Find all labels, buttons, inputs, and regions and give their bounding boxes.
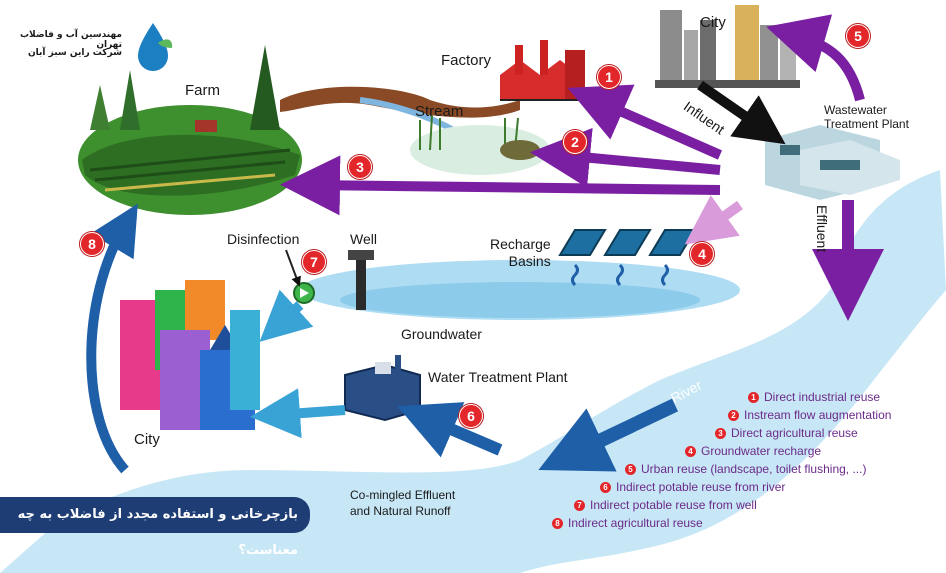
- arrow-influent: [697, 80, 786, 145]
- label-city-bottom: City: [134, 431, 160, 448]
- badge-6: 6: [459, 404, 483, 428]
- arrow-7-city: [259, 289, 314, 342]
- water-treatment-plant-illustration: [344, 355, 421, 422]
- arrow-river: [538, 398, 679, 472]
- badge-7: 7: [302, 250, 326, 274]
- label-recharge: Recharge Basins: [490, 236, 551, 269]
- badge-2: 2: [563, 130, 587, 154]
- label-effluent: Effluent: [814, 205, 830, 253]
- logo-line-1: مهندسین آب و فاضلاب تهران: [20, 30, 122, 50]
- label-factory: Factory: [441, 52, 492, 69]
- arrow-1-factory: [567, 84, 723, 160]
- label-city-top: City: [700, 14, 726, 31]
- label-water-treatment-plant: Water Treatment Plant: [428, 369, 568, 385]
- label-stream: Stream: [415, 103, 464, 120]
- city-bottom-illustration: [120, 280, 260, 430]
- company-logo: مهندسین آب و فاضلاب تهران شرکت راین سبز …: [18, 18, 178, 78]
- river-body: [0, 170, 946, 573]
- wwtp-illustration: [765, 125, 900, 200]
- label-runoff: Co-mingled Effluent and Natural Runoff: [350, 488, 456, 518]
- badge-3: 3: [348, 155, 372, 179]
- arrow-5-city: [766, 14, 865, 102]
- well-illustration: [348, 250, 374, 310]
- factory-illustration: [500, 40, 590, 101]
- label-wwtp: Wastewater Treatment Plant: [824, 103, 909, 131]
- water-drop-logo-icon: [138, 23, 173, 71]
- arrow-4-recharge: [684, 195, 743, 245]
- arrow-3-farm: [280, 155, 721, 216]
- badge-4: 4: [690, 242, 714, 266]
- label-well: Well: [350, 231, 377, 247]
- label-groundwater: Groundwater: [401, 326, 482, 342]
- question-banner: بازچرخانی و استفاده مجدد از فاضلاب به چه…: [0, 497, 310, 558]
- label-farm: Farm: [185, 82, 220, 99]
- stream-illustration: [280, 86, 550, 175]
- arrow-wtp-city: [250, 388, 346, 439]
- badge-8: 8: [80, 232, 104, 256]
- recharge-basins-illustration: [558, 229, 697, 287]
- arrow-8-farm: [86, 203, 138, 474]
- arrow-2-stream: [530, 127, 721, 188]
- city-top-illustration: [655, 5, 800, 88]
- badge-5: 5: [846, 24, 870, 48]
- label-disinfection: Disinfection: [227, 231, 300, 247]
- arrow-6-wtp: [397, 402, 503, 458]
- logo-line-2: شرکت راین سبز آبان: [27, 48, 122, 58]
- farm-illustration: [78, 45, 302, 215]
- badge-1: 1: [597, 65, 621, 89]
